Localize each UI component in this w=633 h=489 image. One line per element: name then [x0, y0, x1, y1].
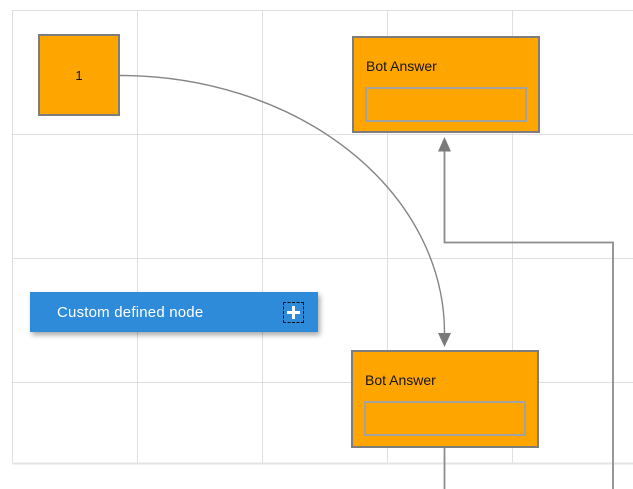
- bot-answer-label: Bot Answer: [366, 58, 437, 74]
- plus-icon[interactable]: [283, 302, 304, 323]
- arrowhead-down: [438, 333, 451, 347]
- connector-elbow[interactable]: [438, 137, 614, 489]
- arrowhead-up: [438, 137, 451, 152]
- custom-defined-node-label: Custom defined node: [57, 303, 204, 321]
- node-bot-answer-bottom[interactable]: Bot Answer: [351, 350, 539, 448]
- bot-answer-input[interactable]: [365, 87, 527, 122]
- node-bot-answer-top[interactable]: Bot Answer: [352, 36, 540, 133]
- node-source-square[interactable]: 1: [38, 34, 120, 116]
- connector-curve[interactable]: [119, 74, 451, 348]
- grid: [12, 10, 633, 465]
- bot-answer-label: Bot Answer: [365, 372, 436, 388]
- bot-answer-input[interactable]: [364, 401, 526, 436]
- custom-defined-node-button[interactable]: Custom defined node: [30, 292, 318, 332]
- node-source-label: 1: [75, 67, 83, 83]
